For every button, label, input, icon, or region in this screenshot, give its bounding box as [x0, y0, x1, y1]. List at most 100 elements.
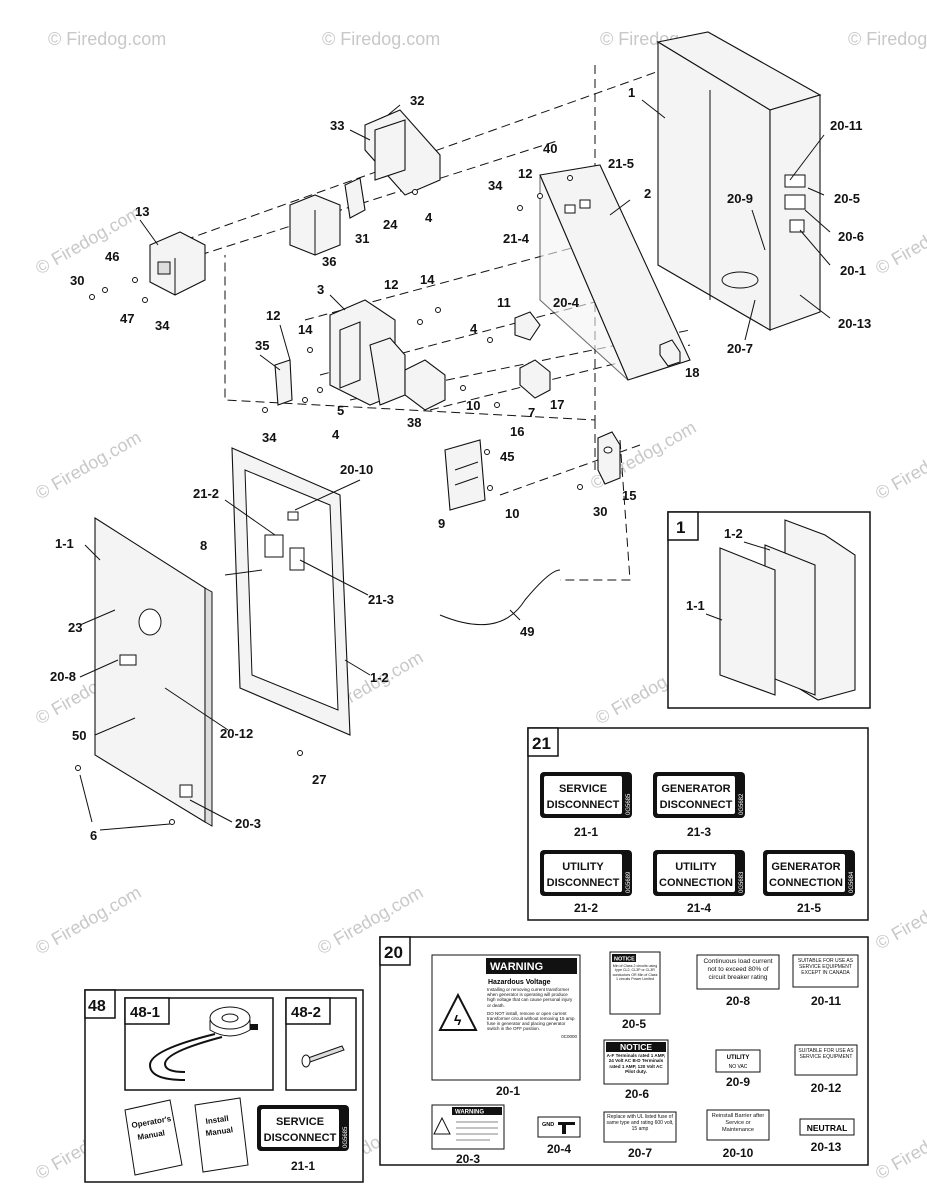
callout-4: 4 [470, 321, 478, 336]
notice-label-20-5: NOTICE Min of Class 2 circuits using typ… [609, 951, 661, 1031]
callout-1: 1 [628, 85, 635, 100]
label-code: 0G5684 [849, 871, 855, 893]
label-ref: 21-2 [574, 901, 598, 915]
inset-1-label-1-2: 1-2 [724, 526, 743, 541]
callout-47: 47 [120, 311, 134, 326]
label-service-disconnect: SERVICE DISCONNECT 0G5685 21-1 [540, 772, 632, 839]
label-line1: SERVICE [276, 1116, 324, 1128]
callout-20-7: 20-7 [727, 341, 753, 356]
label-utility-disconnect: UTILITY DISCONNECT 0G5689 21-2 [540, 850, 632, 915]
utility-text: UTILITY [727, 1055, 750, 1061]
callout-34: 34 [488, 178, 503, 193]
callout-16: 16 [510, 424, 524, 439]
label-code: 0G5685 [626, 793, 632, 815]
leader-lines [79, 99, 831, 831]
suitable-text: SUITABLE FOR USE AS SERVICE EQUIPMENT [798, 1048, 854, 1060]
warning-text-2: DO NOT install, remove or open current t… [487, 1010, 575, 1032]
callout-3: 3 [317, 282, 324, 297]
relay-part-13 [149, 231, 206, 296]
label-ref: 21-5 [797, 901, 821, 915]
block-part-18 [659, 339, 681, 367]
manual-title: Manual [205, 1125, 234, 1138]
notice-text: A-F Terminals rated 1 AMP, 24 Volt AC B-… [606, 1053, 666, 1075]
callout-21-2: 21-2 [193, 486, 219, 501]
bracket-part-31 [344, 177, 366, 219]
callout-27: 27 [312, 772, 326, 787]
callout-4: 4 [425, 210, 433, 225]
callout-1-1: 1-1 [55, 536, 74, 551]
callout-23: 23 [68, 620, 82, 635]
notice-label-20-6: NOTICE A-F Terminals rated 1 AMP, 24 Vol… [603, 1039, 669, 1101]
label-code: 0G5683 [739, 871, 745, 893]
callout-20-12: 20-12 [220, 726, 253, 741]
label-ref: 21-1 [574, 825, 598, 839]
notice-title: NOTICE [620, 1042, 652, 1052]
callout-14: 14 [420, 272, 435, 287]
label-line2: DISCONNECT [660, 799, 733, 811]
label-line1: GENERATOR [661, 783, 730, 795]
label-line2: DISCONNECT [547, 877, 620, 889]
block-part-17 [519, 359, 551, 399]
callout-6: 6 [90, 828, 97, 843]
bracket-part-32 [364, 109, 441, 196]
label-line2: DISCONNECT [264, 1132, 337, 1144]
cable-part-49 [439, 569, 561, 626]
label-ref: 21-4 [687, 901, 711, 915]
callout-31: 31 [355, 231, 369, 246]
callout-20-4: 20-4 [553, 295, 580, 310]
breaker-part-3 [329, 299, 406, 406]
watermark-text: © Firedog.com [872, 427, 927, 503]
warning-small-title: WARNING [455, 1110, 484, 1116]
warning-title: WARNING [490, 961, 543, 973]
notice-title: NOTICE [614, 957, 635, 963]
inset-48-id: 48 [88, 998, 106, 1015]
panel-part-2 [539, 164, 691, 381]
callout-7: 7 [528, 405, 535, 420]
callout-34: 34 [262, 430, 277, 445]
label-line1: SERVICE [559, 783, 607, 795]
callout-labels: 1 1-1 1-2 2 3 4 4 4 5 6 7 8 9 10 10 11 1… [50, 85, 871, 843]
callout-20-10: 20-10 [340, 462, 373, 477]
bracket-part-35 [274, 359, 293, 406]
callout-12: 12 [266, 308, 280, 323]
suitable-text: SUITABLE FOR USE AS SERVICE EQUIPMENT EX… [797, 958, 854, 976]
suitable-label-20-11: SUITABLE FOR USE AS SERVICE EQUIPMENT EX… [792, 954, 859, 1008]
callout-11: 11 [497, 295, 511, 310]
inset-1-id: 1 [676, 518, 685, 537]
callout-49: 49 [520, 624, 534, 639]
ref-20-5: 20-5 [622, 1017, 646, 1031]
inset-48-2-label: 48-2 [291, 1004, 321, 1021]
callout-32: 32 [410, 93, 424, 108]
ref-20-8: 20-8 [726, 994, 750, 1008]
callout-36: 36 [322, 254, 336, 269]
current-transformer-icon [148, 1006, 258, 1081]
barrier-label-20-10: Reinstall Barrier after Service or Maint… [706, 1109, 770, 1160]
ref-20-7: 20-7 [628, 1146, 652, 1160]
callout-20-6: 20-6 [838, 229, 864, 244]
frame-part-1-2 [231, 447, 351, 736]
label-ref: 21-1 [291, 1159, 315, 1173]
callout-9: 9 [438, 516, 445, 531]
door-part-1-1 [94, 516, 213, 827]
callout-21-3: 21-3 [368, 592, 394, 607]
neutral-label-20-13: NEUTRAL 20-13 [799, 1118, 855, 1154]
callout-4: 4 [332, 427, 340, 442]
gnd-text: GND [542, 1122, 554, 1128]
ref-20-6: 20-6 [625, 1087, 649, 1101]
watermark-text: © Firedog.com [872, 1107, 927, 1183]
callout-20-3: 20-3 [235, 816, 261, 831]
label-line1: GENERATOR [771, 861, 840, 873]
inset-21: 21 SERVICE DISCONNECT 0G5685 21-1 GENERA… [527, 727, 869, 921]
load-label-20-8: Continuous load current not to exceed 80… [696, 954, 780, 1008]
callout-10: 10 [466, 398, 480, 413]
callout-14: 14 [298, 322, 313, 337]
warning-label-20-1: WARNING ϟ Hazardous Voltage Installing o… [431, 954, 581, 1098]
label-line1: UTILITY [562, 861, 604, 873]
callout-2: 2 [644, 186, 651, 201]
service-disconnect-label: SERVICE DISCONNECT 0G5685 21-1 [257, 1105, 349, 1173]
utility-sub: NO VAC [729, 1064, 748, 1070]
inset-21-id: 21 [532, 734, 551, 753]
inset-20-id: 20 [384, 943, 403, 962]
callout-21-4: 21-4 [503, 231, 530, 246]
warning-sub: Hazardous Voltage [488, 979, 551, 986]
